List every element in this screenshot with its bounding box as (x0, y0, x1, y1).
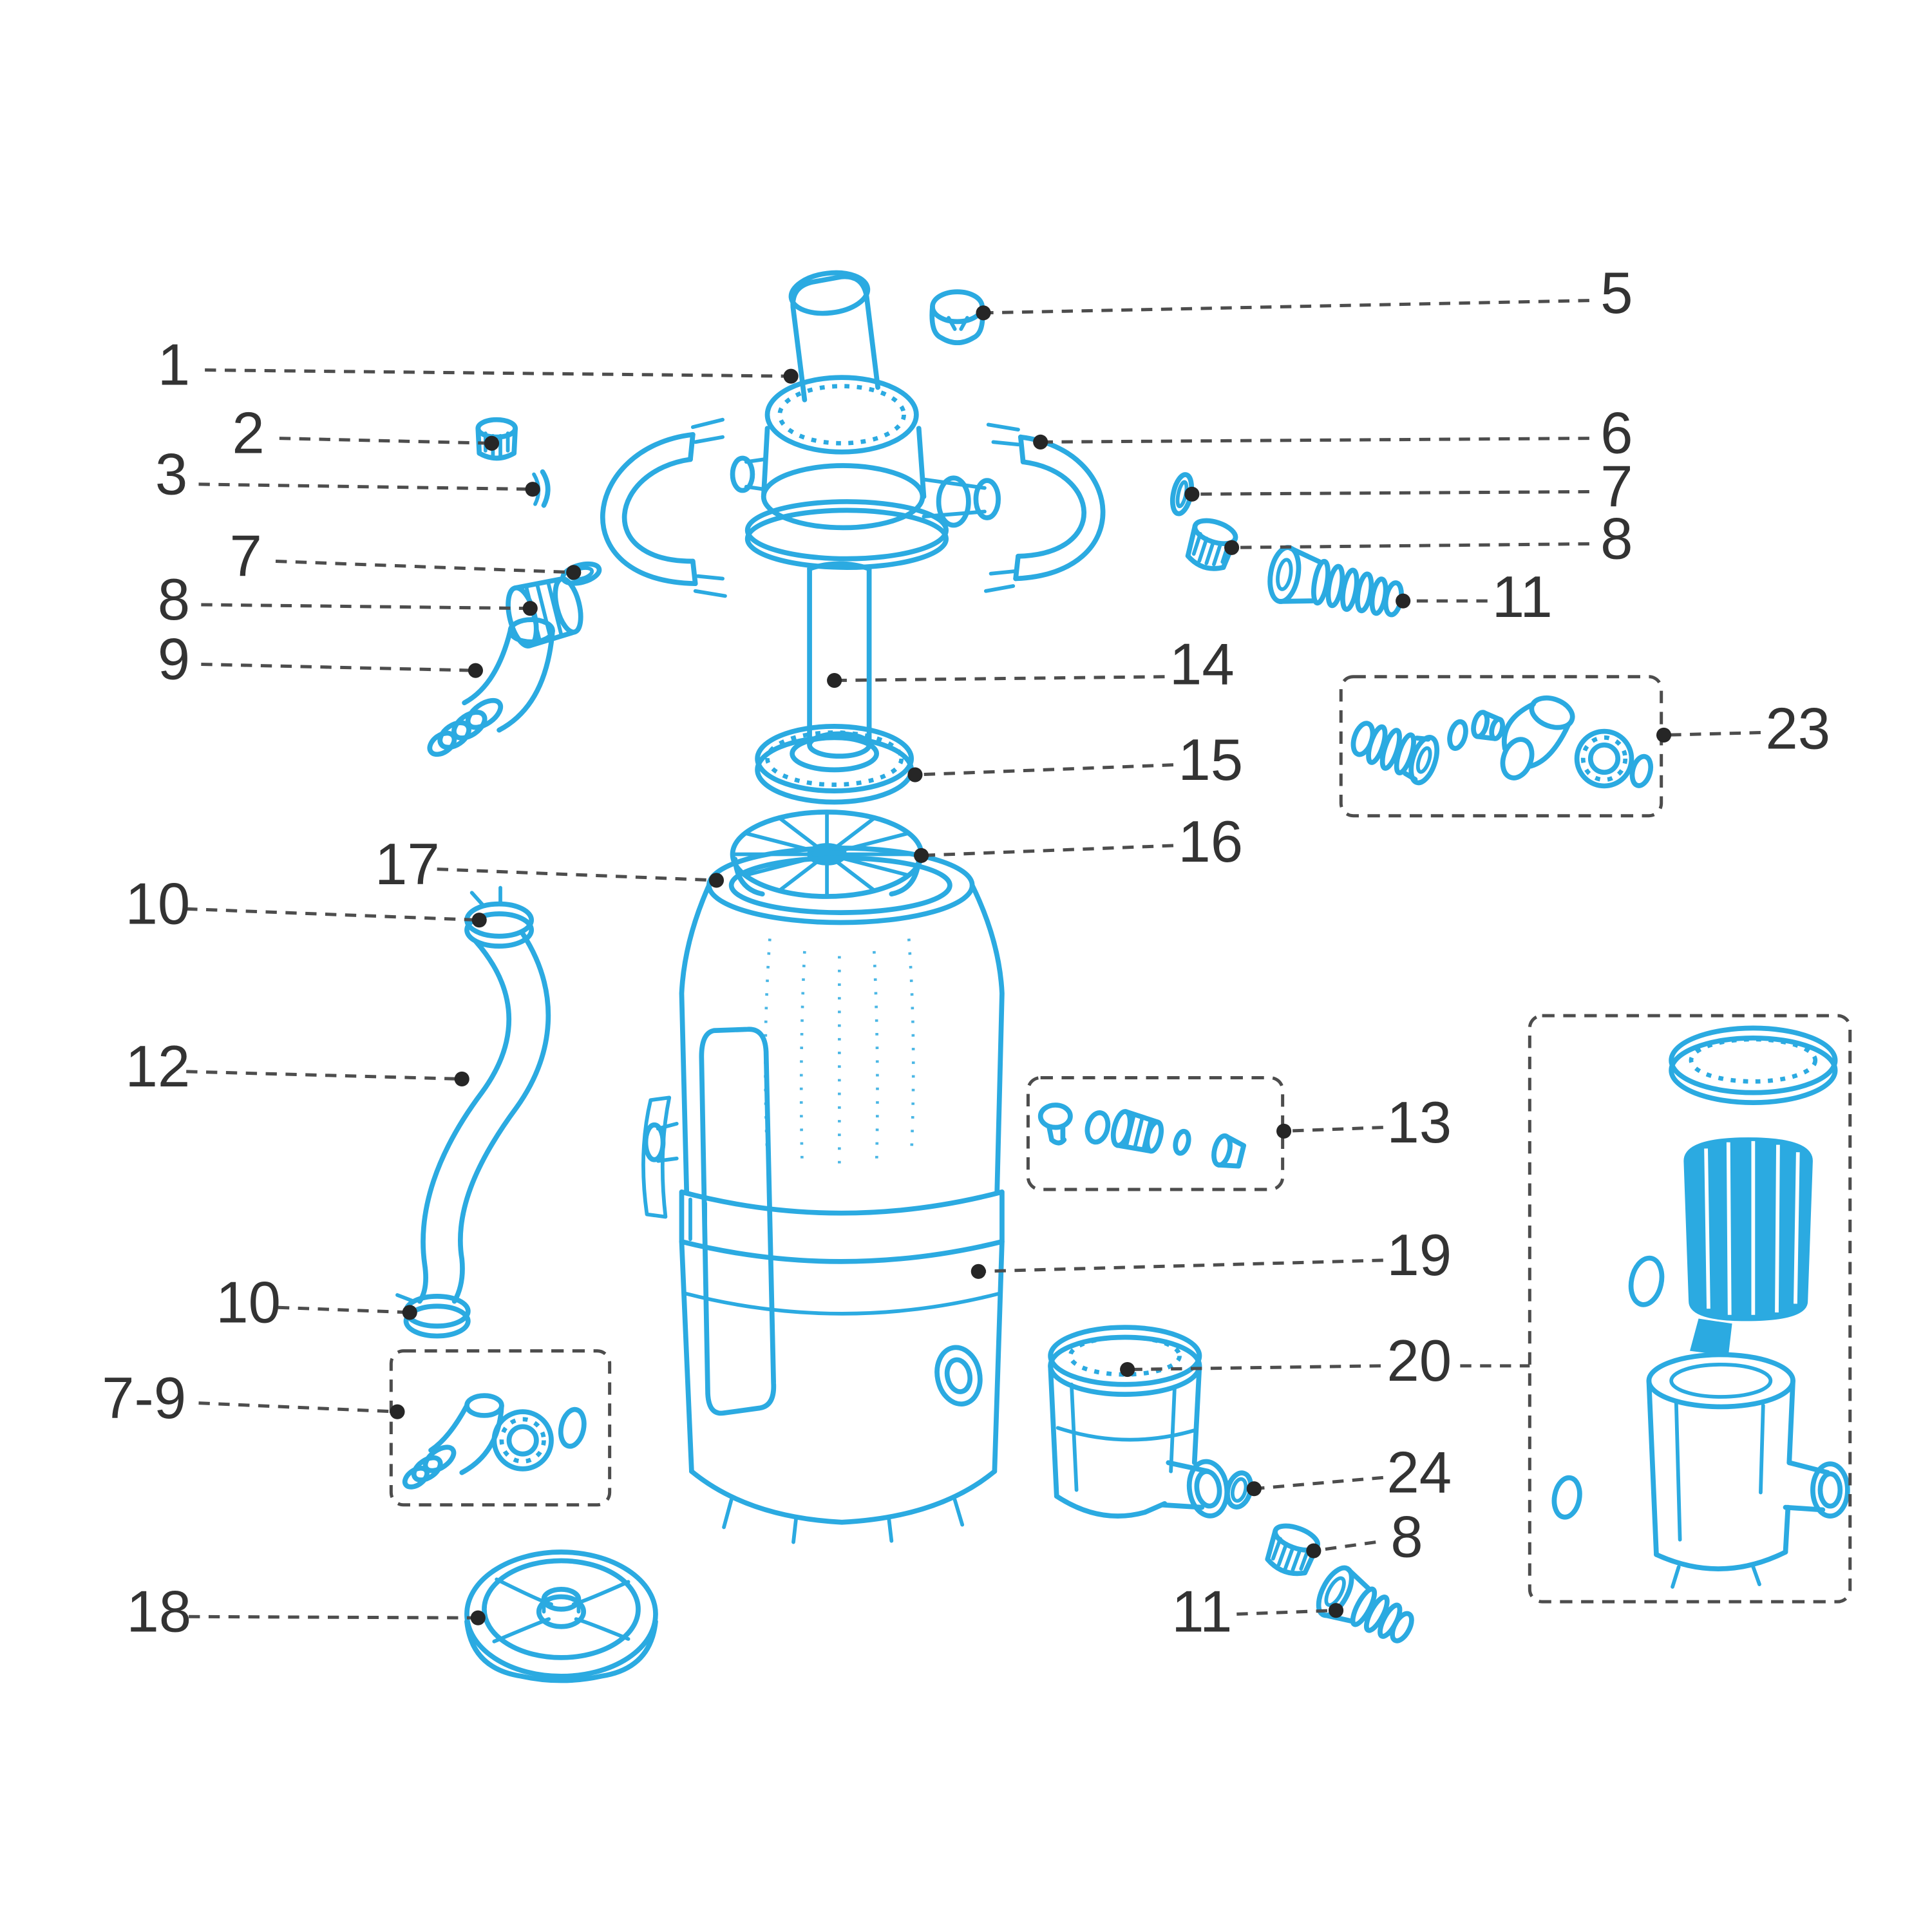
leader-17 (437, 867, 724, 888)
part-label-15: 15 (1178, 728, 1243, 793)
leader-2 (279, 435, 500, 451)
leader-14 (827, 672, 1165, 688)
leader-7-right (1184, 486, 1589, 502)
part-label-9: 9 (158, 627, 190, 692)
adapter-set-23 (1350, 695, 1654, 789)
leader-3 (198, 482, 540, 497)
leader-10-top (186, 907, 487, 928)
leader-11-bottom (1236, 1603, 1344, 1618)
leader-6 (1033, 434, 1589, 450)
leader-24 (1246, 1475, 1384, 1497)
part-label-20: 20 (1387, 1329, 1452, 1394)
fitting-set-7-9 (402, 1393, 587, 1490)
part-label-1: 1 (158, 333, 190, 398)
nut-8-right (1185, 518, 1238, 571)
collar-ring-15 (755, 724, 914, 805)
leader-lines (186, 299, 1761, 1625)
part-label-12: 12 (125, 1034, 190, 1099)
part-label-16: 16 (1178, 810, 1243, 875)
air-release-valve (929, 289, 985, 345)
part-label-7-left: 7 (230, 524, 262, 589)
group-box-20 (1528, 1014, 1852, 1604)
elbow-9 (427, 617, 555, 757)
base-cap-18 (464, 1549, 658, 1683)
leader-13 (1276, 1123, 1383, 1139)
strainer-housing-20 (1048, 1325, 1230, 1519)
leader-23 (1656, 727, 1761, 743)
part-label-6: 6 (1600, 401, 1633, 466)
nut-8-bottom (1265, 1523, 1320, 1577)
part-label-14: 14 (1170, 632, 1235, 697)
part-label-18: 18 (126, 1579, 191, 1644)
prefilter-assembly-20 (1551, 1025, 1850, 1589)
control-valve-assembly (730, 270, 1001, 570)
part-label-11-right: 11 (1492, 565, 1553, 630)
leader-9 (201, 662, 483, 678)
part-label-23: 23 (1765, 697, 1830, 762)
hose-adapter-11-right (1267, 545, 1404, 618)
part-label-10-top: 10 (125, 871, 190, 936)
part-label-8-left: 8 (158, 567, 190, 632)
part-label-11-bottom: 11 (1171, 1579, 1232, 1644)
leader-15 (907, 763, 1174, 782)
hose-adapter-11-bottom (1316, 1565, 1414, 1643)
leader-10-bottom (278, 1305, 417, 1320)
leader-1 (205, 368, 799, 384)
hose-12 (395, 886, 551, 1339)
part-label-19: 19 (1387, 1223, 1452, 1288)
part-label-7-9: 7-9 (102, 1366, 186, 1431)
leader-7-left (275, 559, 582, 580)
part-label-5: 5 (1600, 261, 1633, 326)
part-label-17: 17 (375, 832, 440, 897)
leader-8-left (201, 601, 538, 616)
part-label-13: 13 (1387, 1090, 1452, 1155)
clamp-left (600, 417, 727, 598)
clamp-right (983, 422, 1106, 593)
leader-12 (186, 1070, 469, 1087)
part-label-8-bottom: 8 (1390, 1505, 1423, 1570)
part-labels: 1 2 3 5 6 7 8 11 7 8 9 14 23 15 16 17 10… (102, 261, 1830, 1645)
group-box-13 (1026, 1076, 1285, 1191)
leader-20-left (1120, 1362, 1381, 1378)
leader-11-right (1396, 593, 1488, 609)
group-box-7-9 (389, 1349, 612, 1507)
leader-16 (914, 844, 1174, 863)
leader-8-right (1224, 540, 1589, 555)
leader-7-9 (198, 1401, 405, 1419)
part-label-10-bottom: 10 (216, 1270, 281, 1335)
drain-valve-parts-13 (1037, 1103, 1247, 1169)
leader-19 (971, 1258, 1383, 1279)
part-label-8-right: 8 (1600, 507, 1633, 572)
part-label-24: 24 (1387, 1440, 1452, 1505)
elbow-23 (1500, 695, 1575, 781)
standpipe-14 (807, 561, 872, 759)
filter-tank-body (641, 845, 1005, 1544)
part-label-3: 3 (155, 442, 187, 507)
group-box-23 (1339, 675, 1663, 818)
part-label-2: 2 (232, 401, 264, 466)
leader-18 (189, 1610, 486, 1625)
leader-5 (976, 299, 1589, 321)
leader-8-bottom (1306, 1540, 1376, 1558)
part-label-7-right: 7 (1600, 455, 1633, 520)
